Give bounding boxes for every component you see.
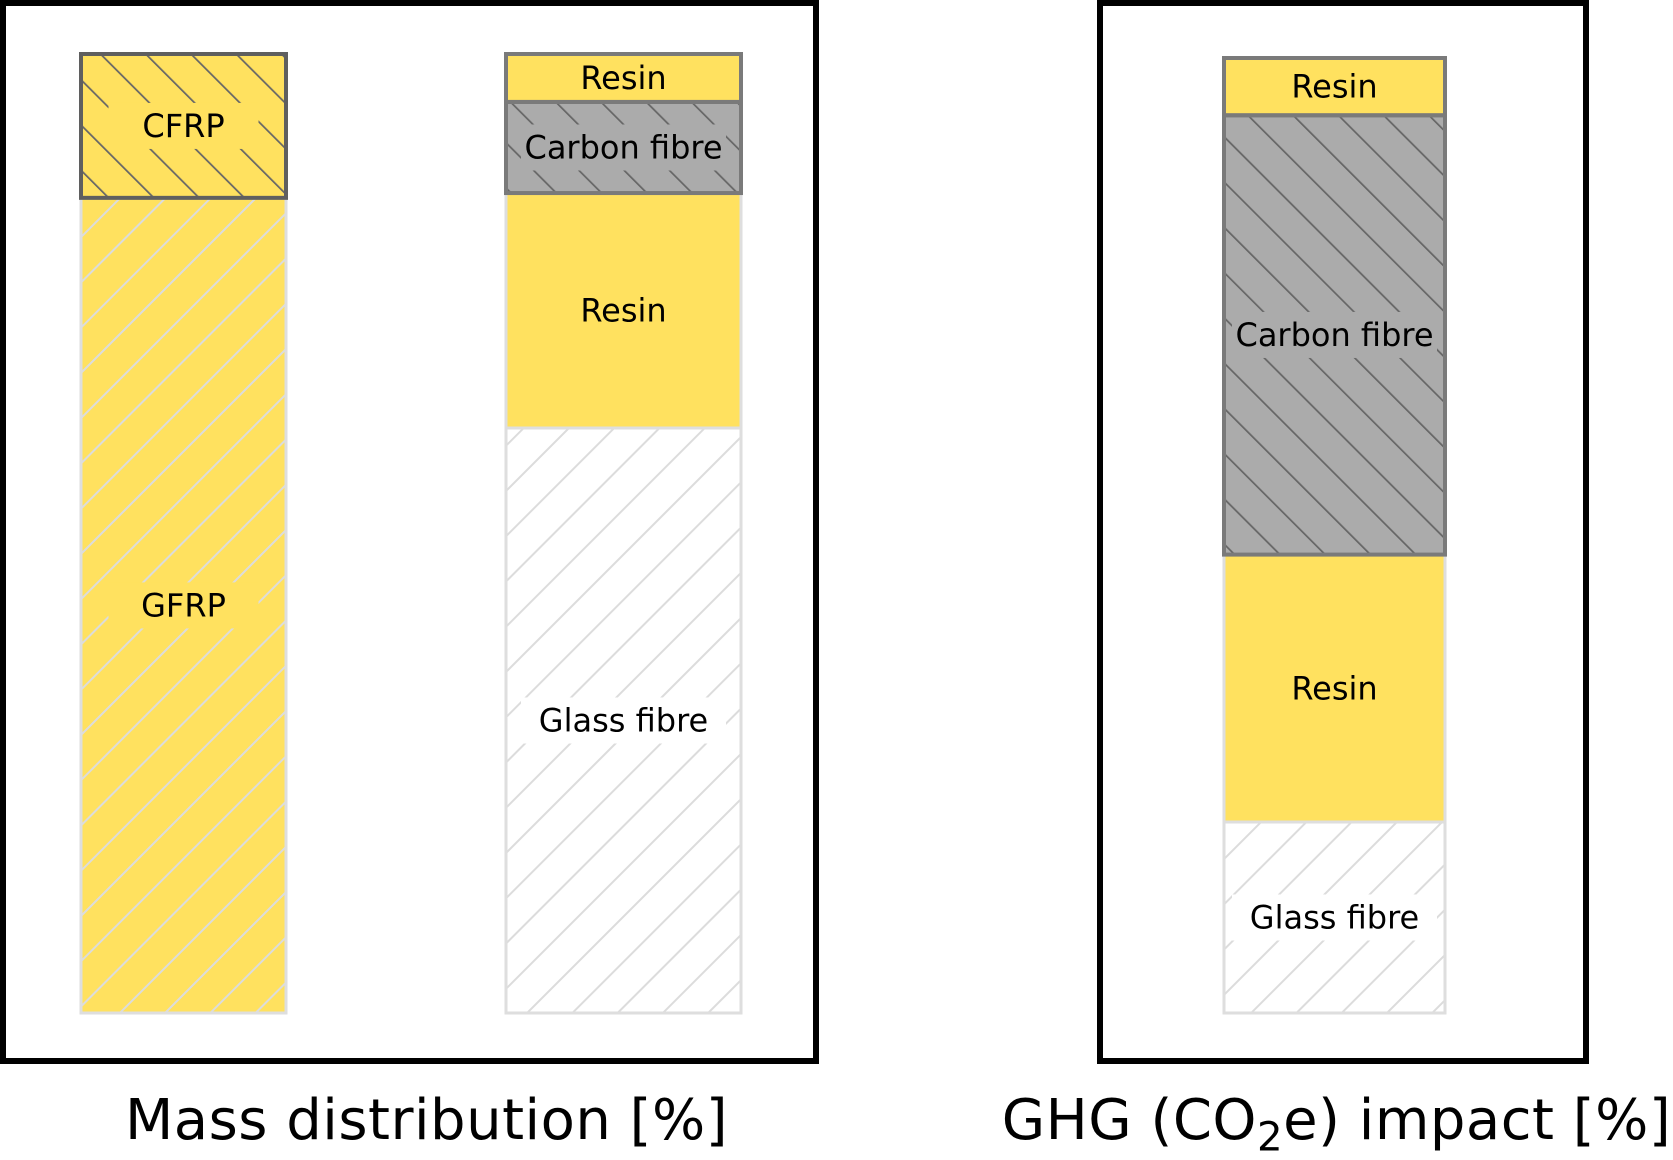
stacked-bar-composite-0: GFRP CFRP [79,52,288,1015]
bar-segment-border [79,52,288,200]
bar-segment-resin [1224,58,1445,116]
segment-label-gfrp: GFRP [141,586,226,624]
segment-label-background [108,102,259,149]
bar-segment-resin [506,54,741,102]
segment-label-resin: Resin [1291,669,1377,707]
bar-segment-resin [1224,554,1445,822]
segment-label-glass-fibre: Glass fibre [1250,899,1419,937]
mass-panel-frame [0,0,819,1064]
bar-segment-resin [506,193,741,429]
mass-distribution-caption: Mass distribution [%] [124,1088,729,1153]
bar-segment-border [504,52,743,104]
segment-label-cfrp: CFRP [142,107,224,145]
segment-label-background [521,697,726,744]
ghg-caption-suffix: e) impact [%] [1283,1088,1672,1153]
ghg-panel-frame [1097,0,1589,1064]
segment-label-resin: Resin [580,292,666,330]
segment-label-resin: Resin [1291,68,1377,106]
segment-label-carbon-fibre: Carbon fibre [1235,316,1433,354]
segment-label-background [1232,311,1437,358]
segment-label-background [521,124,726,171]
ghg-caption-subscript: 2 [1257,1113,1284,1160]
ghg-impact-caption: GHG (CO2e) impact [%] [1000,1088,1673,1157]
segment-label-glass-fibre: Glass fibre [539,702,708,740]
segment-label-carbon-fibre: Carbon fibre [524,129,722,167]
segment-label-background [108,582,259,629]
segment-label-background [1232,894,1437,941]
ghg-caption-prefix: GHG (CO [1001,1088,1258,1153]
bar-segment-border [1222,56,1447,118]
segment-label-resin: Resin [580,59,666,97]
